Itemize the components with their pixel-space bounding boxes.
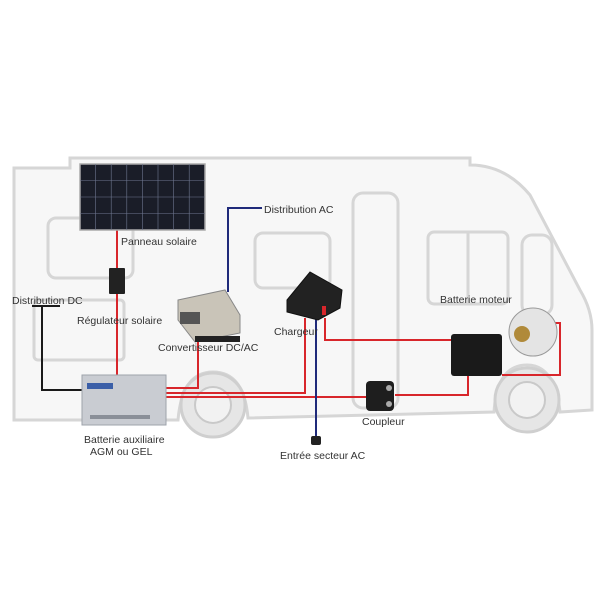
label-solar-panel: Panneau solaire — [121, 236, 197, 248]
inverter-wire — [165, 336, 199, 389]
label-coupler: Coupleur — [362, 416, 405, 428]
coupler — [366, 381, 394, 411]
solar-regulator — [109, 268, 125, 294]
label-inverter: Convertisseur DC/AC — [158, 342, 259, 354]
label-ac-inlet: Entrée secteur AC — [280, 450, 366, 462]
ac-inlet-plug — [311, 436, 321, 445]
label-dc-distribution: Distribution DC — [12, 295, 83, 307]
aux-battery — [81, 374, 167, 426]
label-charger: Chargeur — [274, 326, 318, 338]
wiring — [32, 207, 561, 436]
solar-panel — [79, 163, 206, 231]
coupler-wire — [395, 376, 469, 396]
label-engine-battery: Batterie moteur — [440, 294, 512, 306]
charger-engine-wire — [324, 318, 452, 341]
ac-distribution-wire — [227, 207, 262, 292]
charger-wire — [165, 318, 306, 394]
charger — [286, 271, 343, 321]
label-aux-battery-line1: Batterie auxiliaire — [84, 434, 165, 446]
inverter — [177, 289, 241, 343]
label-ac-distribution: Distribution AC — [264, 204, 334, 216]
dc-negative-wire — [41, 306, 86, 391]
engine-battery — [451, 334, 502, 376]
wheel-front — [493, 366, 561, 434]
alternator — [508, 307, 558, 357]
label-solar-regulator: Régulateur solaire — [77, 315, 162, 327]
wheel-rear — [179, 371, 247, 439]
label-aux-battery-line2: AGM ou GEL — [90, 446, 153, 458]
